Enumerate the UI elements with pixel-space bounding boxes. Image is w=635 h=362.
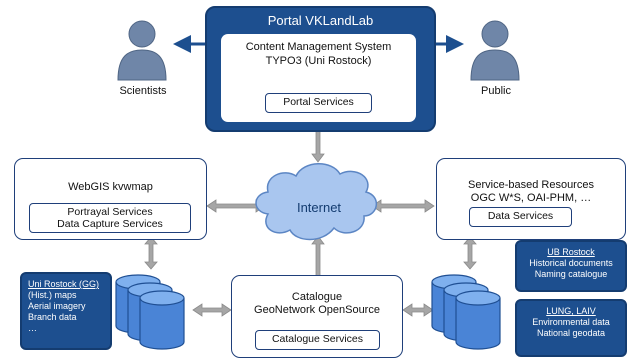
portal-box: Portal VKLandLab Content Management Syst… [205,6,436,132]
arrow-internet-resources [371,199,435,213]
info-ub-rostock-line: Historical documents [529,258,613,268]
info-uni-rostock-line: (Hist.) maps [28,290,77,300]
catalogue-subtitle: GeoNetwork OpenSource [254,304,380,316]
webgis-title: WebGIS kvwmap [68,181,153,193]
data-services-box: Data Services [469,207,572,227]
info-ub-rostock-title: UB Rostock [547,247,595,257]
info-ub-rostock-line: Naming catalogue [534,269,608,279]
data-capture-services-label: Data Capture Services [57,218,163,230]
webgis-services-box: Portrayal Services Data Capture Services [29,203,191,233]
info-ub-rostock: UB Rostock Historical documents Naming c… [515,240,627,292]
info-uni-rostock-line: Aerial imagery [28,301,86,311]
info-uni-rostock-title: Uni Rostock (GG) [28,279,100,289]
catalogue-box: Catalogue GeoNetwork OpenSource Catalogu… [231,275,403,358]
arrow-resources-db [463,236,477,270]
scientists-person-icon [117,20,167,81]
right-database-stack-icon [431,274,501,350]
info-uni-rostock-line: Branch data [28,312,77,322]
arrow-webgis-db [144,236,158,270]
info-lung-laiv: LUNG, LAIV Environmental data National g… [515,299,627,357]
public-label: Public [481,85,511,97]
info-lung-laiv-line: National geodata [536,328,606,338]
catalogue-services-box: Catalogue Services [255,330,380,350]
public-person-icon [470,20,520,81]
resources-title: Service-based Resources [468,179,594,191]
portal-title: Portal VKLandLab [267,13,374,28]
left-database-stack-icon [115,274,185,350]
info-lung-laiv-line: Environmental data [532,317,610,327]
portal-services-box: Portal Services [265,93,372,113]
portal-services-label: Portal Services [283,96,354,108]
arrow-db-catalogue-right [402,303,434,317]
info-uni-rostock: Uni Rostock (GG) (Hist.) maps Aerial ima… [20,272,112,350]
data-services-label: Data Services [487,210,554,222]
resources-box: Service-based Resources OGC W*S, OAI-PHM… [436,158,626,240]
portal-cms-line1: Content Management System [245,41,392,53]
arrow-db-catalogue-left [192,303,232,317]
info-uni-rostock-line: … [28,323,37,333]
info-lung-laiv-title: LUNG, LAIV [546,306,596,316]
catalogue-services-label: Catalogue Services [271,333,364,345]
internet-label: Internet [296,200,342,215]
portal-cms-line2: TYPO3 (Uni Rostock) [265,55,372,67]
portal-cms-panel: Content Management System TYPO3 (Uni Ros… [221,34,416,122]
internet-cloud [255,163,377,241]
scientists-label: Scientists [119,85,167,97]
resources-subtitle: OGC W*S, OAI-PHM, … [470,192,592,204]
webgis-box: WebGIS kvwmap Portrayal Services Data Ca… [14,158,207,240]
portrayal-services-label: Portrayal Services [67,206,153,218]
catalogue-title: Catalogue [291,291,343,303]
